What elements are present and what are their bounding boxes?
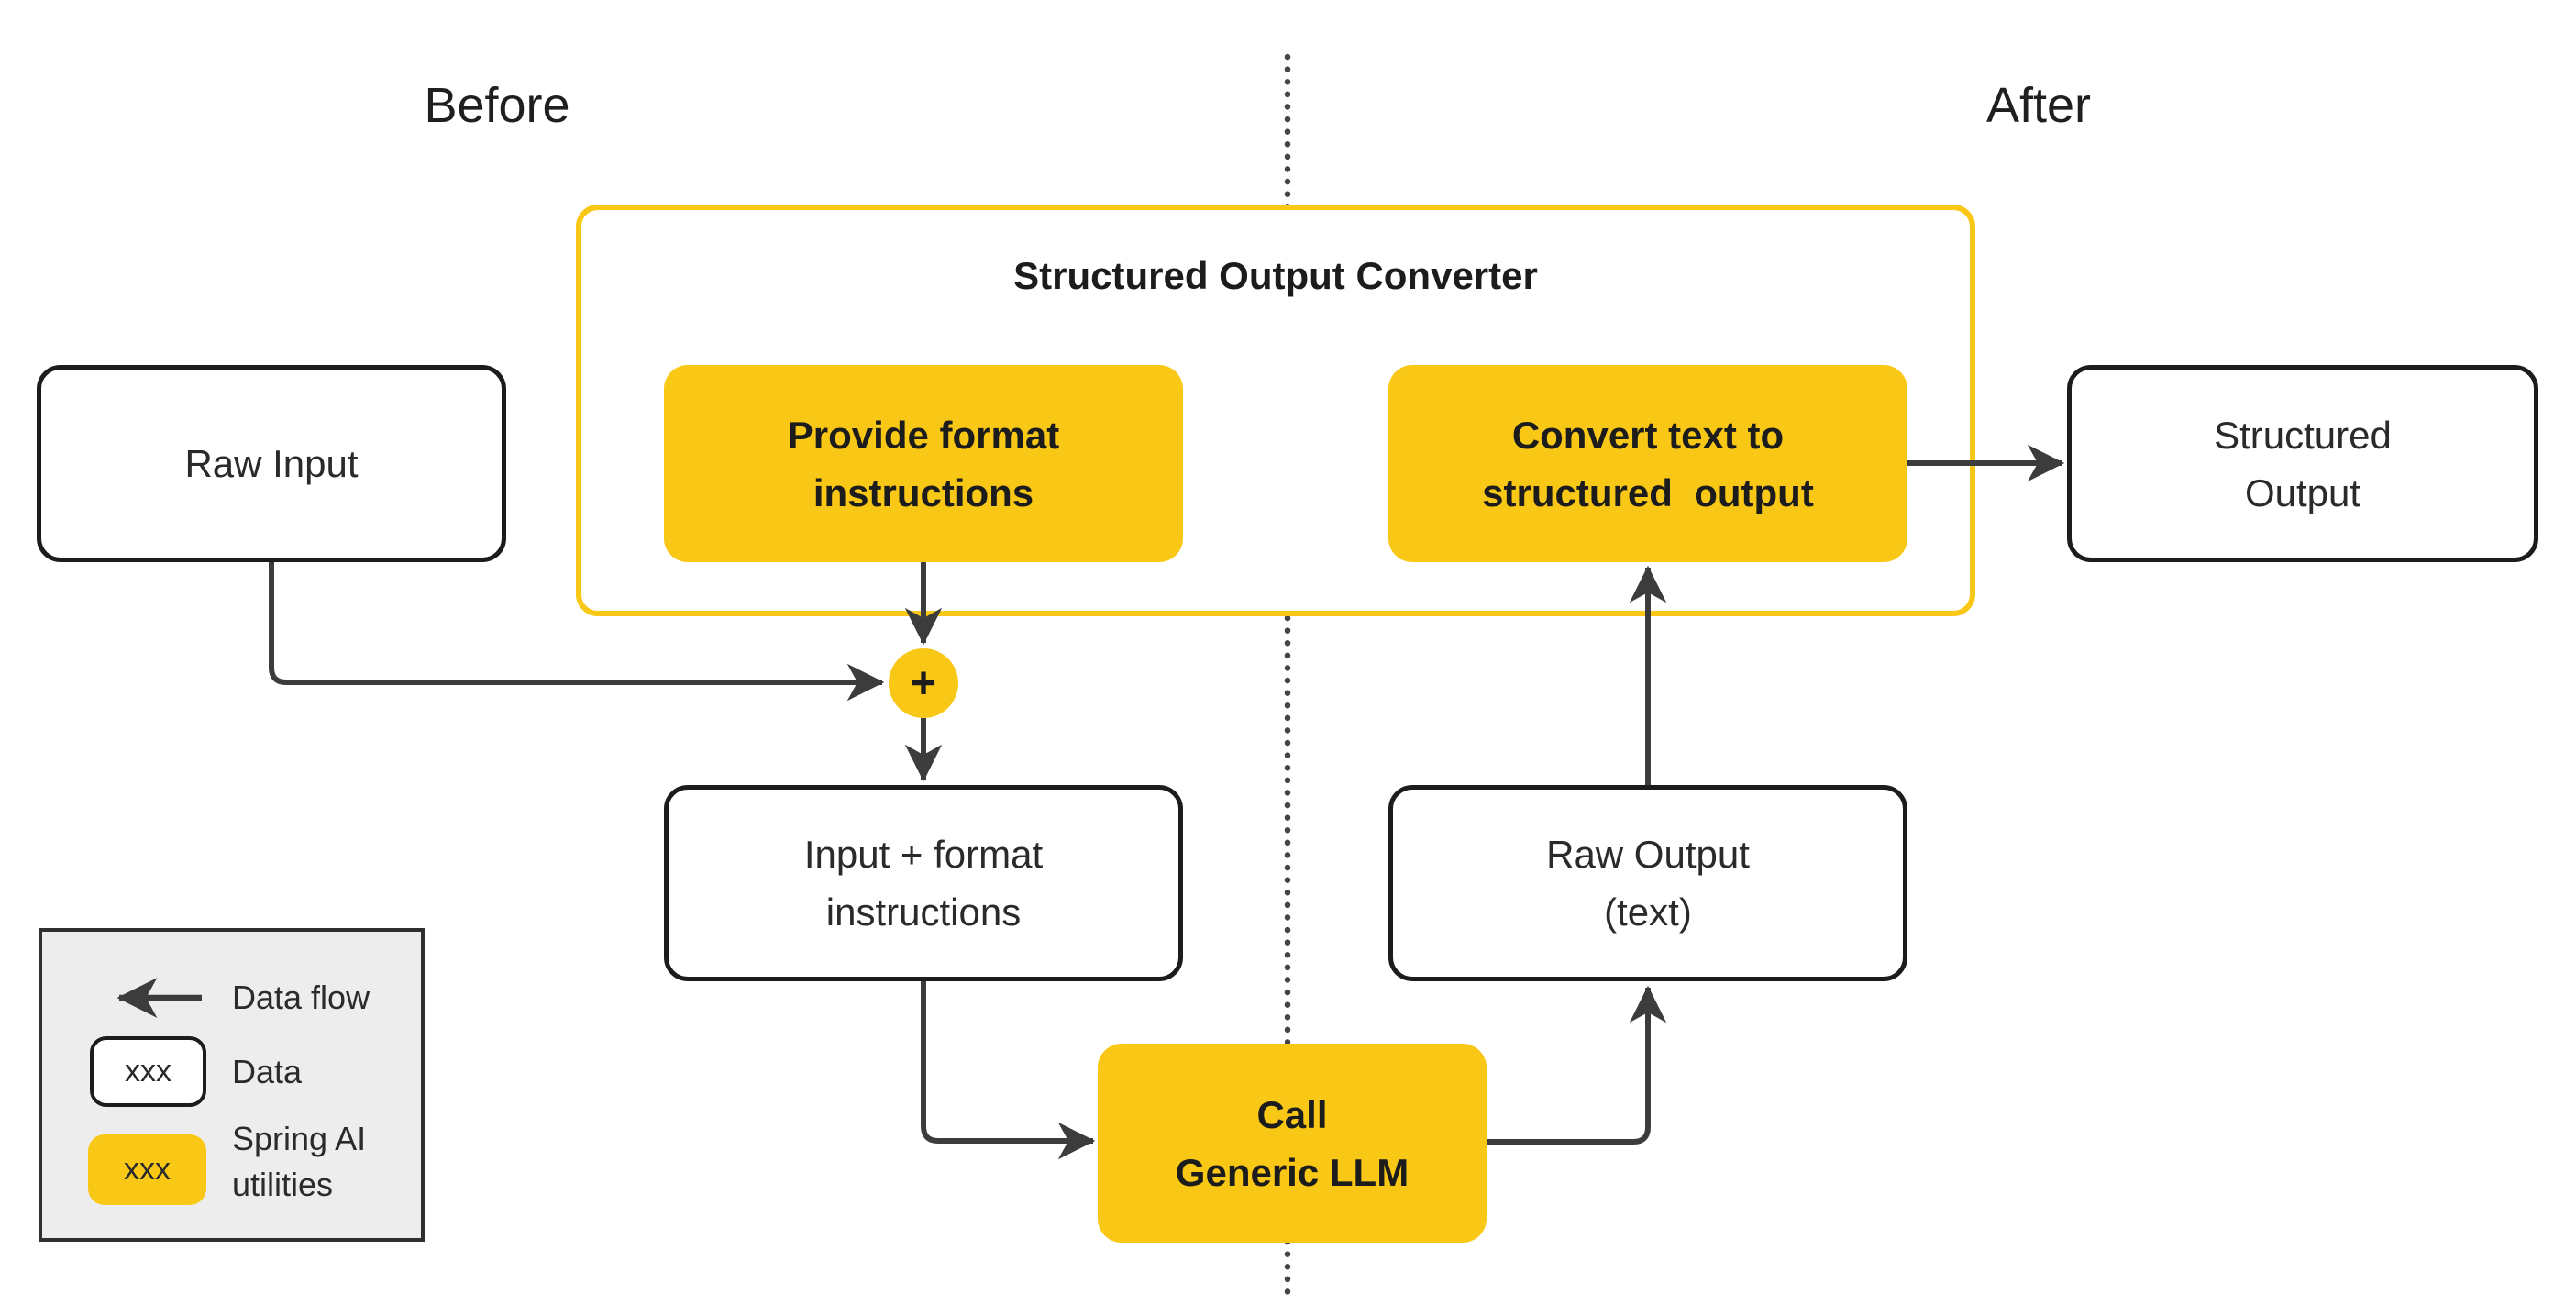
arrow-call-llm-to-raw-output [1487,985,1667,1145]
node-input-plus-format-instructions: Input + format instructions [664,785,1183,981]
before-section-title: Before [424,78,570,133]
legend-data-box-icon: xxx [90,1036,206,1107]
data-flow-arrow-icon [116,978,202,1018]
legend: Data flow xxx Data xxx Spring AI utiliti… [39,928,425,1242]
node-raw-output-text: Raw Output (text) [1388,785,1907,981]
legend-spring-ai-utilities-label: Spring AI utilities [232,1120,367,1203]
node-provide-format-instructions: Provide format instructions [664,365,1183,562]
merge-plus-node: + [889,648,958,718]
node-raw-input: Raw Input [37,365,506,562]
arrow-input-format-to-call-llm [921,981,1096,1160]
node-call-generic-llm: Call Generic LLM [1098,1044,1487,1243]
legend-data-label: Data [232,1053,303,1090]
node-convert-text-to-structured-output: Convert text to structured output [1388,365,1907,562]
converter-group-title: Structured Output Converter [1013,254,1538,297]
legend-data-flow-label: Data flow [232,979,370,1016]
after-section-title: After [1985,78,2092,133]
legend-spring-ai-box-icon: xxx [88,1134,206,1205]
node-structured-output: Structured Output [2067,365,2538,562]
